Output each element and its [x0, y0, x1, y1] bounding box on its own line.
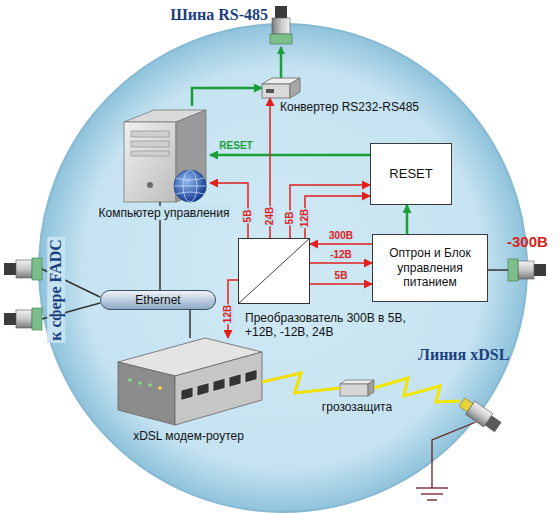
rs485-connector [270, 6, 292, 44]
rs232-converter-icon [262, 84, 290, 98]
modem-router-icon [229, 374, 241, 387]
voltage-label: 12В [223, 304, 234, 324]
surge-protector-icon [340, 380, 374, 396]
computer-icon [174, 170, 206, 202]
power-line [310, 283, 372, 285]
line-label: Линия xDSL [418, 346, 509, 364]
ethernet-bus: Ethernet [100, 290, 216, 310]
computer-icon [124, 110, 206, 202]
power-input-connector [488, 269, 508, 271]
supply-voltage-label: -300В [507, 234, 548, 251]
voltage-label: 24В [265, 206, 276, 226]
node-caption: грозозащита [322, 400, 392, 414]
power-line [310, 243, 372, 245]
power-converter-symbol [238, 238, 310, 304]
fadc-sphere [39, 24, 527, 512]
power-input-connector [488, 259, 546, 281]
modem-router-icon [181, 369, 257, 400]
fadc-connectors [4, 258, 42, 280]
computer-icon [147, 182, 153, 188]
xdsl-plug [457, 395, 502, 433]
modem-router-icon [118, 362, 175, 425]
modem-router-icon [158, 386, 162, 390]
surge-protector-icon [368, 380, 374, 396]
network-cable [189, 310, 191, 338]
voltage-label: 12В [300, 208, 311, 228]
modem-router-icon [138, 381, 142, 385]
modem-router-icon [213, 378, 225, 391]
control-line [192, 88, 262, 106]
surge-protector: грозозащита [340, 380, 374, 396]
power-converter-symbol [238, 238, 310, 304]
node-caption: Компьютер управления [97, 206, 232, 220]
sphere-link-label: к сфере FADC [47, 237, 65, 343]
voltage-label: 5В [334, 271, 349, 282]
power-converter: Преобразователь 300В в 5В, +12В, -12В, 2… [238, 238, 310, 304]
modem-router-icon [197, 383, 209, 396]
modem-router-icon [148, 383, 152, 387]
voltage-label: 5В [285, 211, 296, 226]
ground-symbol [421, 493, 443, 494]
power-converter-symbol [238, 238, 310, 304]
rs232-converter-icon [266, 89, 274, 93]
computer-icon [124, 122, 176, 202]
rs232-converter-icon [262, 78, 300, 98]
xdsl-plug [485, 415, 502, 432]
modem-router-icon [181, 387, 193, 400]
surge-protector-icon [340, 384, 368, 396]
converter-device: Конвертер RS232-RS485 [262, 78, 300, 98]
voltage-label: -12В [329, 250, 353, 261]
modem-router-icon [245, 369, 257, 382]
modem-router-icon [118, 338, 262, 425]
node-label: Оптрон и Блок управления питанием [378, 246, 482, 289]
computer-icon [131, 141, 169, 147]
optron-box: Оптрон и Блок управления питанием [372, 234, 488, 302]
rs485-connector [270, 6, 292, 44]
modem-router: xDSL модем-роутер [115, 338, 262, 426]
modem-router-icon [128, 378, 132, 382]
computer-icon [131, 131, 169, 137]
power-line [310, 262, 372, 264]
node-caption: Преобразователь 300В в 5В, +12В, -12В, 2… [245, 311, 417, 340]
voltage-label: RESET [218, 141, 253, 152]
fadc-connectors [4, 308, 42, 330]
node-caption: xDSL модем-роутер [133, 429, 244, 443]
reset-box: RESET [370, 143, 452, 205]
node-caption: Конвертер RS232-RS485 [280, 100, 419, 114]
ground-symbol [416, 422, 476, 500]
computer-icon [131, 151, 169, 156]
ground-symbol [432, 422, 476, 488]
control-computer: Компьютер управления [118, 106, 210, 202]
control-line [406, 205, 409, 234]
modem-router-icon [175, 352, 262, 425]
rs232-converter-icon [290, 78, 300, 98]
computer-icon [174, 186, 206, 187]
computer-icon [176, 178, 204, 194]
node-label: RESET [389, 166, 432, 182]
control-line [210, 154, 370, 157]
voltage-label: 300В [328, 231, 354, 242]
ground-symbol [416, 487, 448, 488]
node-label: Ethernet [135, 293, 180, 307]
xdsl-lightning [374, 378, 460, 402]
xdsl-link [262, 373, 340, 393]
bus-title: Шина RS-485 [170, 6, 268, 24]
ground-symbol [427, 499, 437, 500]
power-input-connector [508, 259, 546, 281]
rs485-bus-wire [280, 47, 283, 78]
voltage-label: 5В [243, 209, 254, 224]
